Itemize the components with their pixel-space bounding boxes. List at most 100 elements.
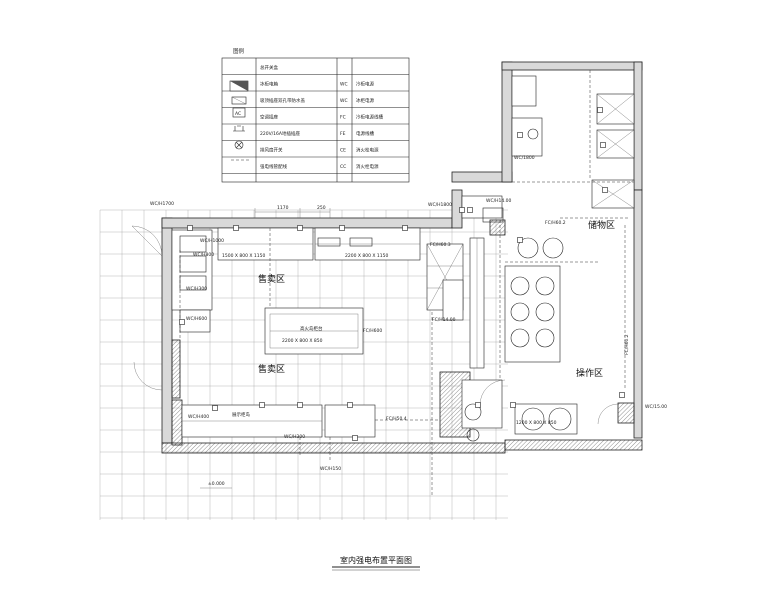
sink-unit xyxy=(514,403,578,435)
label-wc1: WC/H1700 xyxy=(150,201,174,207)
label-wc5: WC/H1800 xyxy=(428,202,452,208)
ac-icon xyxy=(232,107,246,118)
wall-bottom-left xyxy=(161,442,506,454)
legend-left-label: 220V/16A地插插座 xyxy=(260,130,300,137)
label-fc1: FC/H60.3 xyxy=(430,242,451,248)
legend-left-label: 冰柜电箱 xyxy=(260,81,278,88)
label-fc4: FC/H60.2 xyxy=(545,220,566,226)
wall-annex-left xyxy=(501,61,513,183)
shelf-container xyxy=(535,276,555,296)
fixtures-center xyxy=(426,237,503,442)
socket-marker-icon xyxy=(297,225,303,231)
legend-left-label: 空调插座 xyxy=(260,114,278,121)
dim-island: 2200 X 800 X 850 xyxy=(282,338,323,344)
socket-marker-icon xyxy=(619,392,625,398)
socket-marker-icon xyxy=(602,187,608,193)
door-arc-bottom-left xyxy=(133,361,163,391)
label-wc9: WC/H300 xyxy=(284,434,305,440)
shelf-container xyxy=(510,328,530,348)
wall-top xyxy=(161,217,453,229)
socket-marker-icon xyxy=(597,107,603,113)
storage-shelf xyxy=(504,265,561,363)
legend-right-code: CC xyxy=(340,164,346,170)
socket-marker-icon xyxy=(187,225,193,231)
dim-1170: 1170 xyxy=(277,205,289,211)
dim-250: 250 xyxy=(317,205,326,211)
dim-sink: 1200 X 800 X 850 xyxy=(516,420,557,426)
legend-right-label: 消火栓电源 xyxy=(356,163,379,170)
socket-marker-icon xyxy=(233,225,239,231)
level-mark: ±0.000 xyxy=(208,481,225,487)
socket-marker-icon xyxy=(517,132,523,138)
socket-marker-icon xyxy=(259,402,265,408)
legend-right-code: WC xyxy=(340,82,348,88)
plan-labels: 售卖区 售卖区 储物区 操作区 WC/H1700 WC/H1800 WC/H14… xyxy=(150,155,667,571)
label-wc6: WC/H14.00 xyxy=(486,198,512,204)
fixtures-left xyxy=(171,229,376,438)
label-fc2: FC/H14.00 xyxy=(432,317,456,323)
round-container-1 xyxy=(517,237,539,259)
legend-right-label: 冷柜电源 xyxy=(356,81,374,88)
wall-annex-right xyxy=(633,61,643,191)
legend-right-code: WC xyxy=(340,98,348,104)
walls xyxy=(161,61,643,454)
legend-left-label: 强电线管配线 xyxy=(260,163,287,170)
legend-right-code: CE xyxy=(340,148,346,154)
socket-marker-icon xyxy=(402,225,408,231)
left-cabinet xyxy=(171,229,213,311)
wall-annex-top xyxy=(501,61,643,71)
conduit-lines xyxy=(179,70,634,495)
label-fc3: FC/H50.4 xyxy=(386,416,407,422)
dim-counter-1: 1500 X 800 X 1150 xyxy=(222,253,266,259)
legend: 图例 总开关盒冰柜电箱吸顶插座双孔带防水盖空调插座220V/16A地插插座排风扇… xyxy=(221,47,410,183)
label-wc10: WC/H150 xyxy=(320,466,341,472)
wall-bottom-right xyxy=(504,439,643,451)
drawing-title: 室内强电布置平面图 xyxy=(340,555,412,565)
legend-title: 图例 xyxy=(233,47,245,55)
legend-left-label: 排风扇开关 xyxy=(260,147,283,154)
distribution-box-fill xyxy=(230,81,248,91)
socket-marker-icon xyxy=(510,402,516,408)
door-arc-top-left xyxy=(131,225,163,257)
column xyxy=(489,219,506,236)
dim-counter-2: 2200 X 800 X 1150 xyxy=(345,253,389,259)
socket-220-icon xyxy=(233,125,245,132)
zone-storage: 储物区 xyxy=(588,219,615,231)
shelf-container xyxy=(535,328,555,348)
annex-sink xyxy=(511,117,543,157)
socket-marker-icon xyxy=(517,237,523,243)
label-wc8: WC/H400 xyxy=(188,414,209,420)
doors xyxy=(131,225,619,425)
legend-right-code: FC xyxy=(340,115,346,121)
socket-marker-icon xyxy=(352,435,358,441)
socket-marker-icon xyxy=(600,142,606,148)
socket-marker-icon xyxy=(297,402,303,408)
label-wc3: WC/H800 xyxy=(193,252,214,258)
socket-marker-icon xyxy=(467,207,473,213)
annex-cabinet-1 xyxy=(511,75,537,107)
legend-frame xyxy=(221,57,410,183)
zone-sales-1: 售卖区 xyxy=(258,273,285,285)
column-right xyxy=(617,402,635,424)
socket-marker-icon xyxy=(179,319,185,325)
fixtures-top xyxy=(217,208,421,261)
socket-marker-icon xyxy=(339,225,345,231)
bottom-counter-2 xyxy=(324,404,376,438)
socket-marker-icon xyxy=(347,402,353,408)
zone-sales-2: 售卖区 xyxy=(258,363,285,375)
label-wc12: WC/15.00 xyxy=(645,404,667,410)
round-container-2 xyxy=(542,237,564,259)
electrical-markers xyxy=(179,107,625,441)
legend-left-label: 吸顶插座双孔带防水盖 xyxy=(260,97,305,104)
label-fc5: FC/H60.2 xyxy=(624,334,630,355)
label-wc11: WC/1800 xyxy=(514,155,535,161)
prep-unit xyxy=(461,379,503,429)
label-wc2: WC/H1000 xyxy=(200,238,224,244)
socket-marker-icon xyxy=(212,405,218,411)
legend-right-code: FE xyxy=(340,131,346,137)
socket-marker-icon xyxy=(459,207,465,213)
shelf-container xyxy=(510,276,530,296)
legend-right-label: 冷柜电源线槽 xyxy=(356,114,383,121)
light-cross-icon xyxy=(234,140,244,150)
